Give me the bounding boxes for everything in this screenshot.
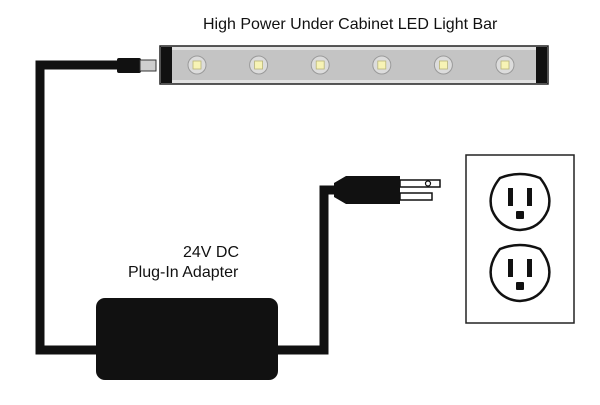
adapter-voltage-label: 24V DC	[183, 244, 240, 261]
led-chip	[249, 55, 269, 75]
power-plug	[334, 176, 441, 204]
led-chip	[310, 55, 330, 75]
light-bar-cable	[35, 60, 120, 355]
outlet-receptacle-bottom	[489, 243, 551, 303]
led-chip	[495, 55, 515, 75]
power-adapter	[96, 298, 278, 380]
led-chip	[433, 55, 453, 75]
adapter-type-label: Plug-In Adapter	[128, 264, 239, 281]
led-chip	[187, 55, 207, 75]
plug-cable	[278, 185, 340, 355]
led-light-bar	[159, 45, 549, 85]
led-chips	[187, 55, 515, 75]
outlet-receptacle-top	[489, 172, 551, 232]
light-bar-title: High Power Under Cabinet LED Light Bar	[203, 16, 498, 33]
wall-outlet	[465, 154, 575, 324]
led-chip	[372, 55, 392, 75]
light-bar-connector	[117, 58, 157, 73]
